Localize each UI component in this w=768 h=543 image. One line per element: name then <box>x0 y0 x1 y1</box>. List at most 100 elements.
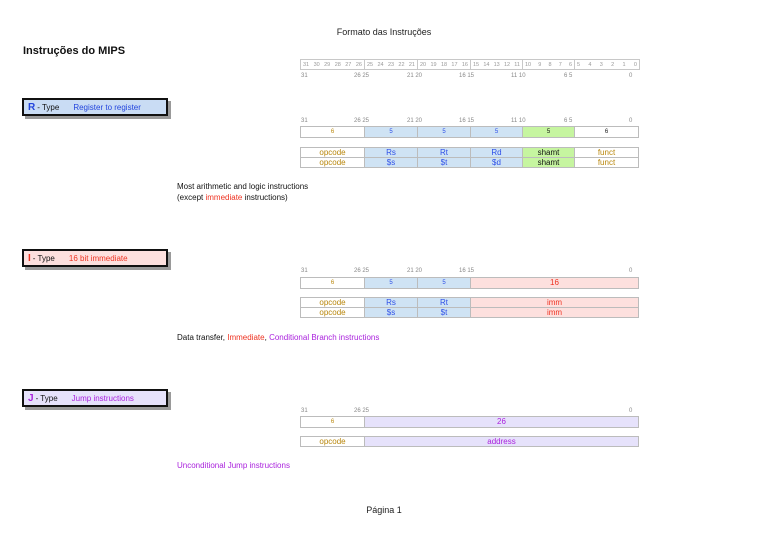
field-rs: Rs <box>364 147 418 158</box>
bit-label: 31 <box>301 268 308 274</box>
bit-number: 7 <box>558 61 562 68</box>
bit-label: 0 <box>629 268 633 274</box>
i-type-letter: I <box>28 252 31 264</box>
r-type-label: - Type <box>37 102 60 112</box>
bit-number: 5 <box>577 61 581 68</box>
bit-label: 21 20 <box>407 268 423 274</box>
bit-label: 16 15 <box>459 73 475 79</box>
bit-number: 2 <box>611 61 615 68</box>
bit-label: 31 <box>301 408 308 414</box>
bit-number: 15 <box>473 61 480 68</box>
field-rs: Rs <box>364 297 418 308</box>
note-text: , <box>264 333 270 342</box>
r-type-field-row: opcode $s $t $d shamt funct <box>300 157 639 168</box>
r-type-field-row: opcode Rs Rt Rd shamt funct <box>300 147 639 158</box>
width-rs: 5 <box>364 277 418 289</box>
bit-number: 18 <box>440 61 448 68</box>
bit-number: 27 <box>345 61 352 68</box>
r-type-note: Most arithmetic and logic instructions (… <box>177 181 308 203</box>
j-type-bit-labels: 31 26 25 0 <box>300 408 638 416</box>
j-type-note: Unconditional Jump instructions <box>177 461 290 470</box>
page-footer: Página 1 <box>366 505 402 515</box>
bit-label: 26 25 <box>354 118 370 124</box>
bit-label: 26 25 <box>354 408 370 414</box>
bit-number: 26 <box>355 61 362 68</box>
bit-number: 23 <box>387 61 395 68</box>
bit-label: 31 <box>301 73 308 79</box>
width-opcode: 6 <box>300 126 365 138</box>
i-type-label: - Type <box>32 253 55 263</box>
j-type-letter: J <box>28 392 34 404</box>
bit-label: 26 25 <box>354 268 370 274</box>
r-type-bit-labels: 31 26 25 21 20 16 15 11 10 6 5 0 <box>300 118 638 126</box>
bit-number: 8 <box>548 61 552 68</box>
i-type-width-table: 6 5 5 16 <box>300 277 639 289</box>
field-funct: funct <box>574 157 639 168</box>
field-opcode: opcode <box>300 307 365 318</box>
width-address: 26 <box>364 416 639 428</box>
note-text: Data transfer, <box>177 333 228 342</box>
r-type-label-box: R - Type Register to register <box>22 98 168 116</box>
r-type-note-line1: Most arithmetic and logic instructions <box>177 182 309 191</box>
width-shamt: 5 <box>522 126 575 138</box>
field-address: address <box>364 436 639 447</box>
i-type-field-table: opcode Rs Rt imm opcode $s $t imm <box>300 297 639 318</box>
field-rt: Rt <box>417 297 471 308</box>
width-rt: 5 <box>417 126 471 138</box>
bit-label: 31 <box>301 118 308 124</box>
j-type-field-table: opcode address <box>300 436 639 447</box>
field-rt: $t <box>417 307 471 318</box>
bit-number: 21 <box>408 61 415 68</box>
width-rt: 5 <box>417 277 471 289</box>
bit-number: 3 <box>599 61 603 68</box>
field-opcode: opcode <box>300 147 365 158</box>
bit-label: 0 <box>629 118 633 124</box>
j-type-label-box: J - Type Jump instructions <box>22 389 168 407</box>
document-title: Formato das Instruções <box>336 27 432 37</box>
note-immediate: Immediate <box>227 333 265 342</box>
field-opcode: opcode <box>300 297 365 308</box>
i-type-field-row: opcode $s $t imm <box>300 307 639 318</box>
i-type-bit-labels: 31 26 25 21 20 16 15 0 <box>300 268 638 276</box>
note-text: (except <box>177 193 206 202</box>
width-opcode: 6 <box>300 277 365 289</box>
r-type-letter: R <box>28 101 36 113</box>
j-type-description: Jump instructions <box>71 393 134 403</box>
ruler-bit-labels: 31 26 25 21 20 16 15 11 10 6 5 0 <box>300 73 638 81</box>
width-opcode: 6 <box>300 416 365 428</box>
bit-number: 25 <box>367 61 374 68</box>
r-type-width-row: 6 5 5 5 5 6 <box>300 126 639 138</box>
r-type-field-table: opcode Rs Rt Rd shamt funct opcode $s $t… <box>300 147 639 168</box>
i-type-label-box: I - Type 16 bit immediate <box>22 249 168 267</box>
field-opcode: opcode <box>300 436 365 447</box>
bit-label: 21 20 <box>407 73 423 79</box>
j-type-field-row: opcode address <box>300 436 639 447</box>
bit-number: 4 <box>588 61 592 68</box>
field-imm: imm <box>470 307 639 318</box>
j-type-width-row: 6 26 <box>300 416 639 428</box>
r-type-description: Register to register <box>73 102 141 112</box>
j-type-width-table: 6 26 <box>300 416 639 428</box>
bit-number: 10 <box>525 61 532 68</box>
page-heading: Instruções do MIPS <box>23 45 126 57</box>
bit-number: 14 <box>483 61 490 68</box>
bit-label: 21 20 <box>407 118 423 124</box>
bit-number: 1 <box>622 61 626 68</box>
i-type-width-row: 6 5 5 16 <box>300 277 639 289</box>
bit-number: 9 <box>538 61 542 68</box>
bit-label: 6 5 <box>564 73 573 79</box>
i-type-field-row: opcode Rs Rt imm <box>300 297 639 308</box>
field-funct: funct <box>574 147 639 158</box>
bit-number: 24 <box>377 61 384 68</box>
field-rd: Rd <box>470 147 523 158</box>
r-type-note-line2: (except immediate instructions) <box>177 192 308 203</box>
note-highlight: immediate <box>205 193 243 202</box>
bit-number: 29 <box>324 61 331 68</box>
bit-label: 0 <box>629 73 633 79</box>
bit-label: 16 15 <box>459 268 475 274</box>
bit-number: 16 <box>461 61 468 68</box>
